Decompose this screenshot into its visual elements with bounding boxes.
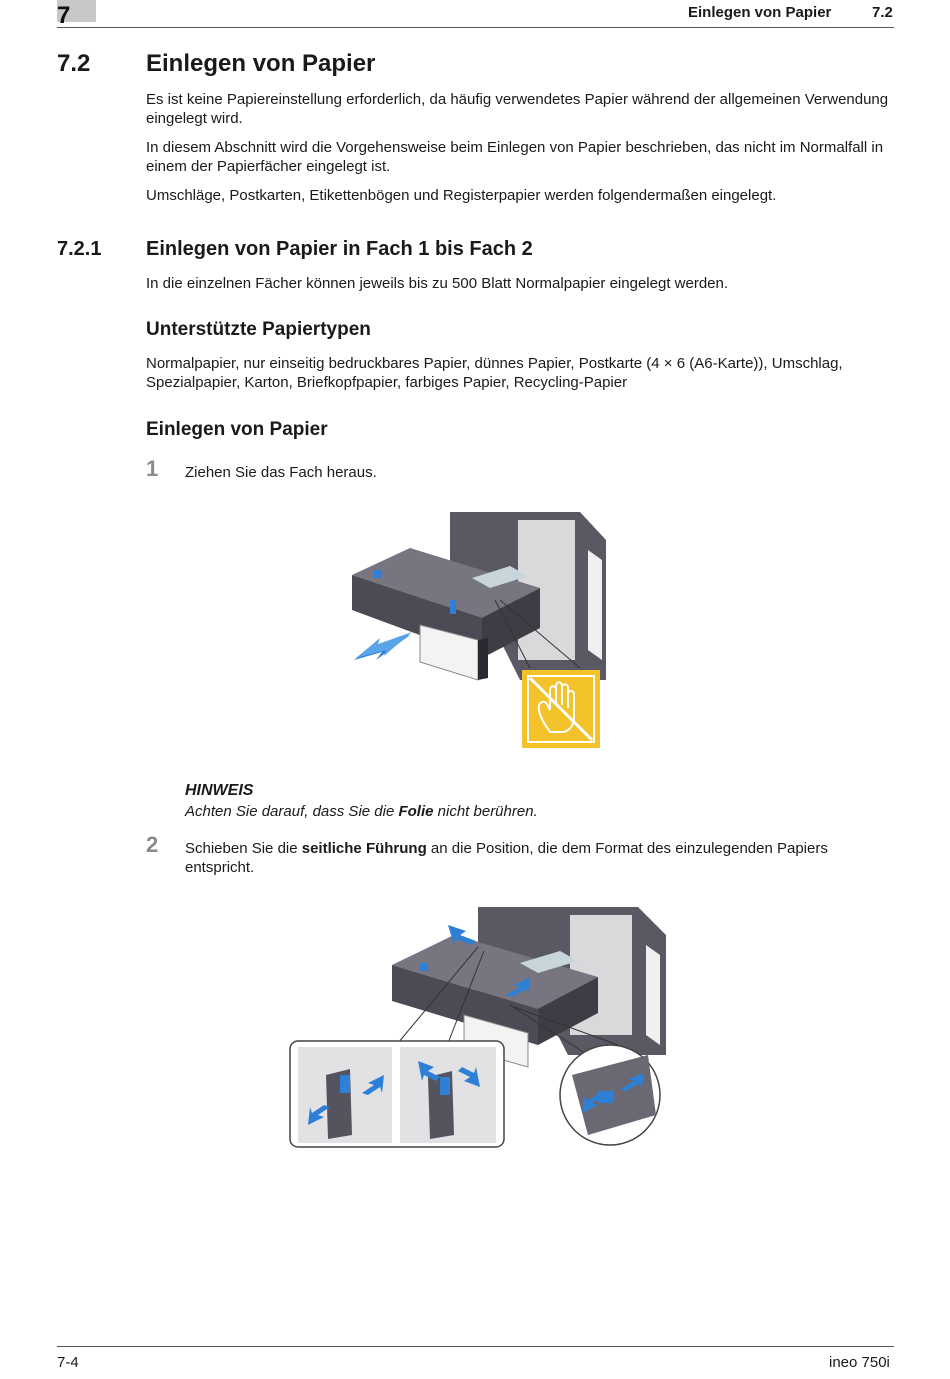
- side-slot: [646, 945, 660, 1045]
- squeeze-arrow-icon: [308, 1105, 330, 1125]
- side-guide-illustration: [289, 907, 666, 1148]
- tray-top: [352, 548, 540, 618]
- tray-top: [392, 935, 598, 1009]
- guide-lever-right: [440, 1077, 450, 1095]
- tray-handle-edge: [478, 638, 488, 680]
- note-text-before: Achten Sie darauf, dass Sie die: [185, 803, 399, 820]
- callout-line: [509, 1004, 589, 1056]
- paper-types-heading: Unterstützte Papiertypen: [146, 319, 371, 340]
- chapter-number: 7: [57, 2, 71, 29]
- step-2-text-before: Schieben Sie die: [185, 840, 302, 857]
- squeeze-arrow-icon: [458, 1067, 480, 1087]
- loading-heading: Einlegen von Papier: [146, 419, 328, 440]
- pull-arrow-highlight: [356, 632, 412, 658]
- note-text: Achten Sie darauf, dass Sie die Folie ni…: [185, 803, 538, 820]
- step-2-text: Schieben Sie die seitliche Führung an di…: [185, 839, 885, 877]
- callout-line: [499, 599, 581, 669]
- note-text-bold: Folie: [398, 803, 434, 820]
- guide-lever-left: [340, 1075, 350, 1093]
- warning-box-border: [527, 675, 595, 743]
- squeeze-arrow-icon: [582, 1093, 606, 1113]
- footer-divider: [57, 1346, 894, 1347]
- callout-line: [513, 1006, 619, 1046]
- callout-line: [447, 950, 485, 1044]
- squeeze-arrow-icon: [362, 1075, 384, 1095]
- paper-types-text: Normalpapier, nur einseitig bedruckbares…: [146, 355, 843, 391]
- step-2-text-after: an die Position, die dem Format des einz…: [185, 840, 828, 876]
- running-title: Einlegen von Papier: [688, 4, 832, 21]
- running-section: 7.2: [872, 4, 893, 21]
- push-arrow-icon: [448, 925, 476, 945]
- squeeze-arrow-icon: [620, 1073, 644, 1091]
- callout-line: [397, 946, 479, 1044]
- tray-pull-out-illustration: [352, 512, 606, 748]
- step-2-number: 2: [146, 832, 159, 857]
- squeeze-arrow-icon: [418, 1061, 440, 1081]
- header-divider: [57, 27, 894, 28]
- tray-side: [482, 588, 540, 658]
- section-paragraph-1: Es ist keine Papiereinstellung erforderl…: [146, 91, 889, 127]
- tray-lever: [374, 570, 382, 578]
- subsection-intro: In die einzelnen Fächer können jeweils b…: [146, 275, 729, 292]
- step-2-text-bold: seitliche Führung: [301, 840, 427, 857]
- step-1-text: Ziehen Sie das Fach heraus.: [185, 464, 377, 481]
- tray-lever: [420, 963, 428, 971]
- paper-guide-plate: [472, 566, 528, 588]
- section-number: 7.2: [57, 50, 91, 77]
- section-paragraph-2: In diesem Abschnitt wird die Vorgehenswe…: [146, 139, 884, 175]
- model-name: ineo 750i: [829, 1354, 890, 1371]
- side-slot: [588, 550, 602, 660]
- paper-guide-plate: [520, 951, 578, 973]
- subsection-number: 7.2.1: [57, 238, 102, 260]
- hand-icon: [537, 681, 575, 733]
- section-paragraph-3: Umschläge, Postkarten, Etikettenbögen un…: [146, 187, 777, 204]
- section-title: Einlegen von Papier: [146, 50, 376, 77]
- slide-arrow-icon: [506, 977, 530, 997]
- subsection-title: Einlegen von Papier in Fach 1 bis Fach 2: [146, 238, 533, 260]
- tray-front: [392, 965, 538, 1045]
- prohibition-slash: [528, 676, 594, 742]
- tray-side: [538, 977, 598, 1045]
- note-title: HINWEIS: [185, 782, 254, 799]
- chapter-tab: [57, 0, 96, 22]
- step-1-number: 1: [146, 456, 159, 481]
- page-number: 7-4: [57, 1354, 79, 1371]
- note-text-after: nicht berühren.: [433, 803, 538, 820]
- guide-lever: [450, 600, 456, 614]
- callout-line: [494, 599, 531, 669]
